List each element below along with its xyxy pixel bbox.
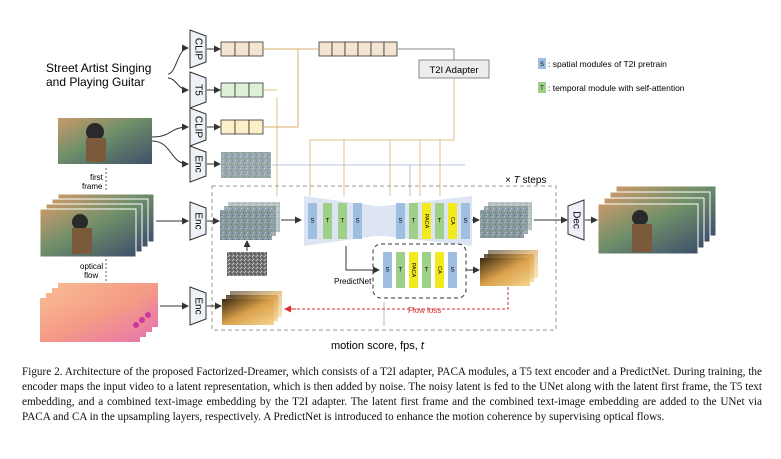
svg-text:CLIP: CLIP — [192, 116, 203, 139]
gaussian-noise — [227, 252, 267, 276]
module-label: S — [385, 268, 389, 274]
module-label: T — [399, 268, 403, 274]
module-label: S — [463, 219, 467, 225]
caption-label: Figure 2. — [22, 366, 63, 378]
module-label: CA — [436, 266, 442, 274]
module-block-t — [338, 203, 347, 239]
module-block-t — [396, 252, 405, 288]
module-label: T — [412, 219, 416, 225]
svg-text:Dec: Dec — [570, 211, 581, 229]
svg-text:S: S — [540, 62, 544, 68]
t2i-adapter: T2I Adapter — [418, 59, 490, 79]
first-frame-label-2: frame — [82, 182, 103, 191]
steps-label: × T steps — [505, 175, 546, 186]
first-frame-encoder: Enc — [189, 145, 207, 183]
optical-flow-label-2: flow — [84, 271, 98, 280]
motion-score-label: motion score, fps, t — [331, 340, 425, 352]
output-video-frames — [597, 185, 717, 255]
legend-spatial-swatch — [538, 58, 546, 69]
clip-image-embedding — [220, 119, 264, 135]
first-frame-label-1: first — [90, 173, 104, 182]
module-block-s — [396, 203, 405, 239]
diffusion-steps-box — [211, 185, 557, 331]
architecture-diagram: Street Artist Singing and Playing Guitar… — [39, 29, 717, 352]
module-label: S — [450, 268, 454, 274]
module-block-ca — [435, 252, 444, 288]
module-label: T — [326, 219, 330, 225]
first-frame-latent — [221, 152, 271, 178]
svg-text:T2I Adapter: T2I Adapter — [429, 65, 478, 76]
legend-temporal-text: : temporal module with self-attention — [548, 83, 685, 93]
input-video-frames — [39, 193, 155, 258]
legend-spatial-text: : spatial modules of T2I pretrain — [548, 59, 667, 69]
module-block-t — [422, 252, 431, 288]
svg-text:Enc: Enc — [192, 212, 203, 229]
svg-text:T5: T5 — [192, 84, 203, 96]
t5-text-embedding — [220, 82, 264, 98]
module-label: S — [398, 219, 402, 225]
clip-text-embedding — [220, 41, 264, 57]
flow-encoder: Enc — [189, 286, 207, 326]
module-label: S — [310, 219, 314, 225]
combined-embedding — [318, 41, 398, 57]
t5-text-encoder: T5 — [189, 71, 207, 109]
video-decoder: Dec — [567, 199, 585, 241]
module-label: T — [438, 219, 442, 225]
video-latent — [220, 202, 280, 240]
predictnet-blocks: S T PACA T CA S — [383, 252, 457, 288]
module-block-s — [448, 252, 457, 288]
prompt-text-line2: and Playing Guitar — [46, 75, 145, 89]
predictnet-label: PredictNet — [334, 277, 372, 286]
module-block-s — [383, 252, 392, 288]
module-block-paca — [422, 203, 431, 239]
module-block-s — [353, 203, 362, 239]
svg-text:CLIP: CLIP — [192, 38, 203, 61]
module-block-ca — [448, 203, 457, 239]
denoised-latent — [480, 202, 532, 238]
svg-text:T: T — [540, 86, 544, 92]
module-label: PACA — [423, 214, 429, 229]
caption-text: Architecture of the proposed Factorized-… — [22, 366, 762, 423]
svg-text:Enc: Enc — [192, 297, 203, 314]
svg-text:Enc: Enc — [192, 155, 203, 172]
module-block-paca — [409, 252, 418, 288]
clip-image-encoder: CLIP — [189, 107, 207, 147]
prompt-text-line1: Street Artist Singing — [46, 61, 151, 75]
module-block-s — [308, 203, 317, 239]
module-block-t — [409, 203, 418, 239]
predicted-flow-latent — [480, 250, 538, 286]
legend: S : spatial modules of T2I pretrain T : … — [538, 58, 685, 93]
optical-flow-frames — [40, 283, 158, 342]
legend-temporal-swatch — [538, 82, 546, 93]
module-label: T — [425, 268, 429, 274]
figure-caption: Figure 2. Architecture of the proposed F… — [22, 365, 762, 425]
module-label: CA — [449, 217, 455, 225]
module-block-s — [461, 203, 470, 239]
first-frame-image — [58, 118, 152, 164]
module-block-t — [323, 203, 332, 239]
module-label: PACA — [410, 263, 416, 278]
unet-blocks: S T T S S T PACA T CA S — [308, 203, 470, 239]
flow-loss-label: Flow loss — [408, 306, 441, 315]
optical-flow-label-1: optical — [80, 262, 103, 271]
clip-text-encoder: CLIP — [189, 29, 207, 69]
video-encoder: Enc — [189, 201, 207, 241]
module-label: S — [355, 219, 359, 225]
module-label: T — [341, 219, 345, 225]
module-block-t — [435, 203, 444, 239]
flow-latent — [222, 291, 282, 325]
